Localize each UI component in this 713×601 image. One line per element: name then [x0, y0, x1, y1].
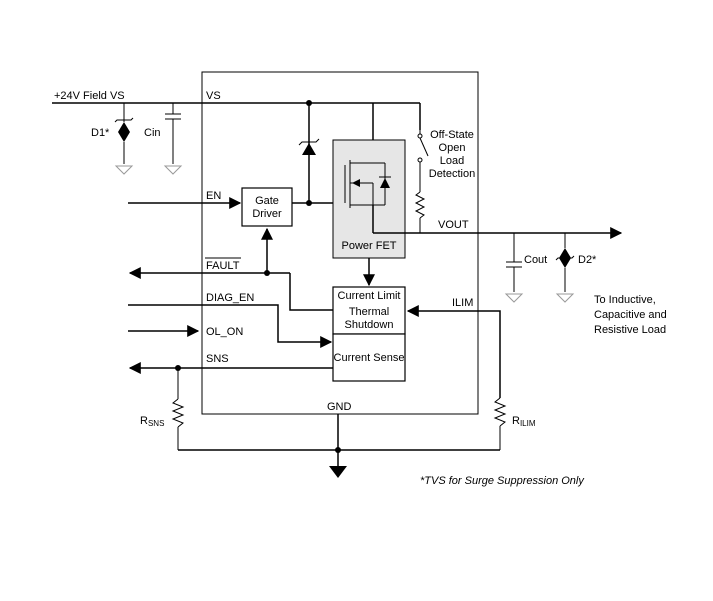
supply-label: +24V Field VS [54, 90, 125, 102]
vs-pin-label: VS [206, 90, 221, 102]
cin-label: Cin [144, 127, 161, 139]
rilim-label: RILIM [512, 415, 536, 428]
gate-driver-label-1: Gate [255, 195, 279, 207]
rilim-label-sub: ILIM [520, 419, 536, 428]
thermal-label-1: Thermal [349, 306, 389, 318]
mosfet-symbol [344, 160, 391, 208]
fault-internal-wire [289, 273, 333, 311]
power-fet-label: Power FET [341, 240, 396, 252]
open-load-label-3: Load [440, 155, 464, 167]
rilim-label-main: R [512, 415, 520, 427]
thermal-label-2: Shutdown [345, 319, 394, 331]
cout-ground-icon [504, 293, 524, 303]
current-sense-block [332, 333, 406, 382]
load-note-2: Capacitive and [594, 309, 667, 321]
cout-label: Cout [524, 254, 547, 266]
rsns-label: RSNS [140, 415, 164, 428]
footnote: *TVS for Surge Suppression Only [420, 475, 585, 487]
internal-zener-diode [298, 138, 320, 155]
diag-en-pin-label: DIAG_EN [206, 292, 254, 304]
rsns-resistor [171, 368, 185, 450]
ground-node-dot [335, 447, 341, 453]
d1-tvs-diode [114, 103, 134, 175]
current-limit-label: Current Limit [338, 290, 401, 302]
open-load-switch [414, 130, 429, 233]
gate-driver-block [241, 187, 293, 227]
ground-icon [329, 466, 347, 478]
current-sense-label: Current Sense [334, 352, 405, 364]
load-note-1: To Inductive, [594, 294, 656, 306]
load-note-3: Resistive Load [594, 324, 666, 336]
d2-ground-icon [555, 293, 575, 303]
fault-node-dot [264, 270, 270, 276]
open-load-label-4: Detection [429, 168, 475, 180]
ilim-wire [406, 305, 501, 398]
rilim-resistor [493, 397, 507, 450]
cout-capacitor [504, 233, 524, 303]
ol-on-pin-label: OL_ON [206, 326, 243, 338]
open-load-label-2: Open [439, 142, 466, 154]
rsns-label-sub: SNS [148, 419, 164, 428]
d2-label: D2* [578, 254, 597, 266]
ic-package-outline [201, 71, 479, 415]
en-pin-label: EN [206, 190, 221, 202]
d2-tvs-diode [555, 233, 575, 303]
sns-pin-label: SNS [206, 353, 229, 365]
d1-ground-icon [114, 165, 134, 175]
cin-ground-icon [163, 165, 183, 175]
gate-node-dot [306, 200, 312, 206]
ilim-pin-label: ILIM [452, 297, 473, 309]
diag-en-wire [128, 304, 333, 348]
fault-pin-label: FAULT [206, 260, 240, 272]
cin-capacitor [163, 103, 183, 175]
rsns-label-main: R [140, 415, 148, 427]
vout-pin-label: VOUT [438, 219, 469, 231]
d1-label: D1* [91, 127, 110, 139]
gnd-pin-label: GND [327, 401, 352, 413]
gate-driver-label-2: Driver [252, 208, 282, 220]
open-load-label-1: Off-State [430, 129, 474, 141]
